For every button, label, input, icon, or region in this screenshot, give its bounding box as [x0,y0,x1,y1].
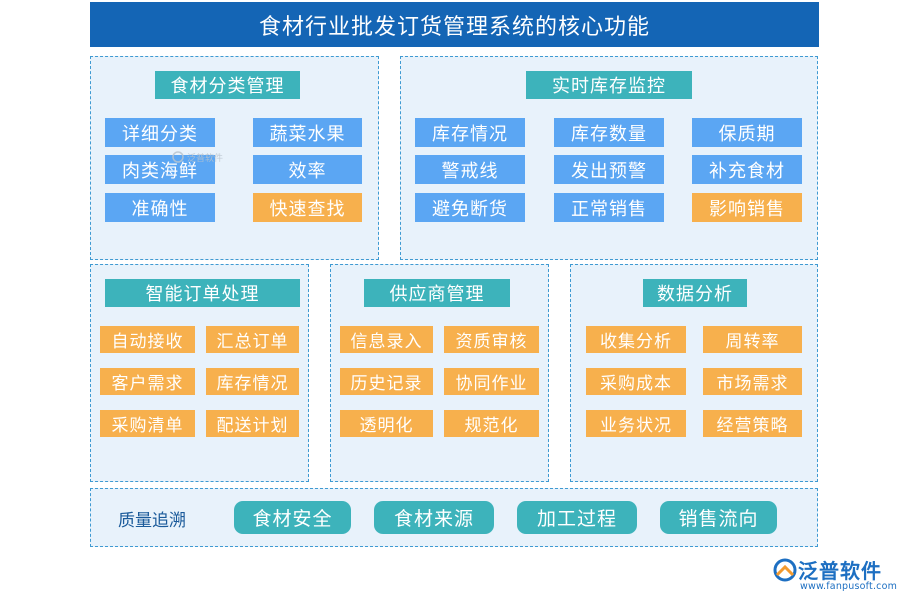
traceability-label: 质量追溯 [118,510,186,531]
brand-url: www.fanpusoft.com [800,581,898,592]
traceability-item: 销售流向 [660,501,777,534]
supplier-item: 规范化 [444,410,539,437]
diagram-title: 食材行业批发订货管理系统的核心功能 [90,2,819,47]
inventory-item: 库存情况 [415,118,525,147]
traceability-item: 食材来源 [374,501,494,534]
analysis-item: 业务状况 [586,410,686,437]
supplier-item: 信息录入 [340,326,433,353]
orders-item: 客户需求 [100,368,195,395]
category-item-highlight: 快速查找 [253,193,362,222]
watermark-icon [172,151,184,163]
orders-item: 自动接收 [100,326,195,353]
inventory-item: 发出预警 [554,155,664,184]
brand-logo-icon [773,558,797,582]
category-item: 肉类海鲜 [105,155,215,184]
analysis-item: 采购成本 [586,368,686,395]
inventory-item: 补充食材 [692,155,802,184]
inventory-item: 警戒线 [415,155,525,184]
inventory-item: 保质期 [692,118,802,147]
supplier-item: 历史记录 [340,368,433,395]
orders-panel-title: 智能订单处理 [105,279,300,307]
category-item: 蔬菜水果 [253,118,362,147]
brand-name: 泛普软件 [798,559,882,583]
inventory-item-highlight: 影响销售 [692,193,802,222]
traceability-item: 食材安全 [234,501,351,534]
inventory-item: 库存数量 [554,118,664,147]
watermark-text: 泛普软件 [187,153,224,164]
analysis-item: 周转率 [703,326,802,353]
orders-item: 采购清单 [100,410,195,437]
analysis-item: 经营策略 [703,410,802,437]
inventory-panel-title: 实时库存监控 [526,71,692,99]
brand-logo: 泛普软件 www.fanpusoft.com [770,553,898,597]
supplier-panel-title: 供应商管理 [364,279,510,307]
orders-item: 库存情况 [206,368,299,395]
supplier-item: 资质审核 [444,326,539,353]
analysis-item: 收集分析 [586,326,686,353]
watermark: 泛普软件 [172,150,232,164]
category-item: 详细分类 [105,118,215,147]
category-panel-title: 食材分类管理 [155,71,300,99]
category-item: 效率 [253,155,362,184]
analysis-item: 市场需求 [703,368,802,395]
supplier-item: 协同作业 [444,368,539,395]
supplier-item: 透明化 [340,410,433,437]
traceability-item: 加工过程 [517,501,637,534]
inventory-item: 避免断货 [415,193,525,222]
inventory-item: 正常销售 [554,193,664,222]
analysis-panel-title: 数据分析 [643,279,747,307]
orders-item: 配送计划 [206,410,299,437]
orders-item: 汇总订单 [206,326,299,353]
category-item: 准确性 [105,193,215,222]
